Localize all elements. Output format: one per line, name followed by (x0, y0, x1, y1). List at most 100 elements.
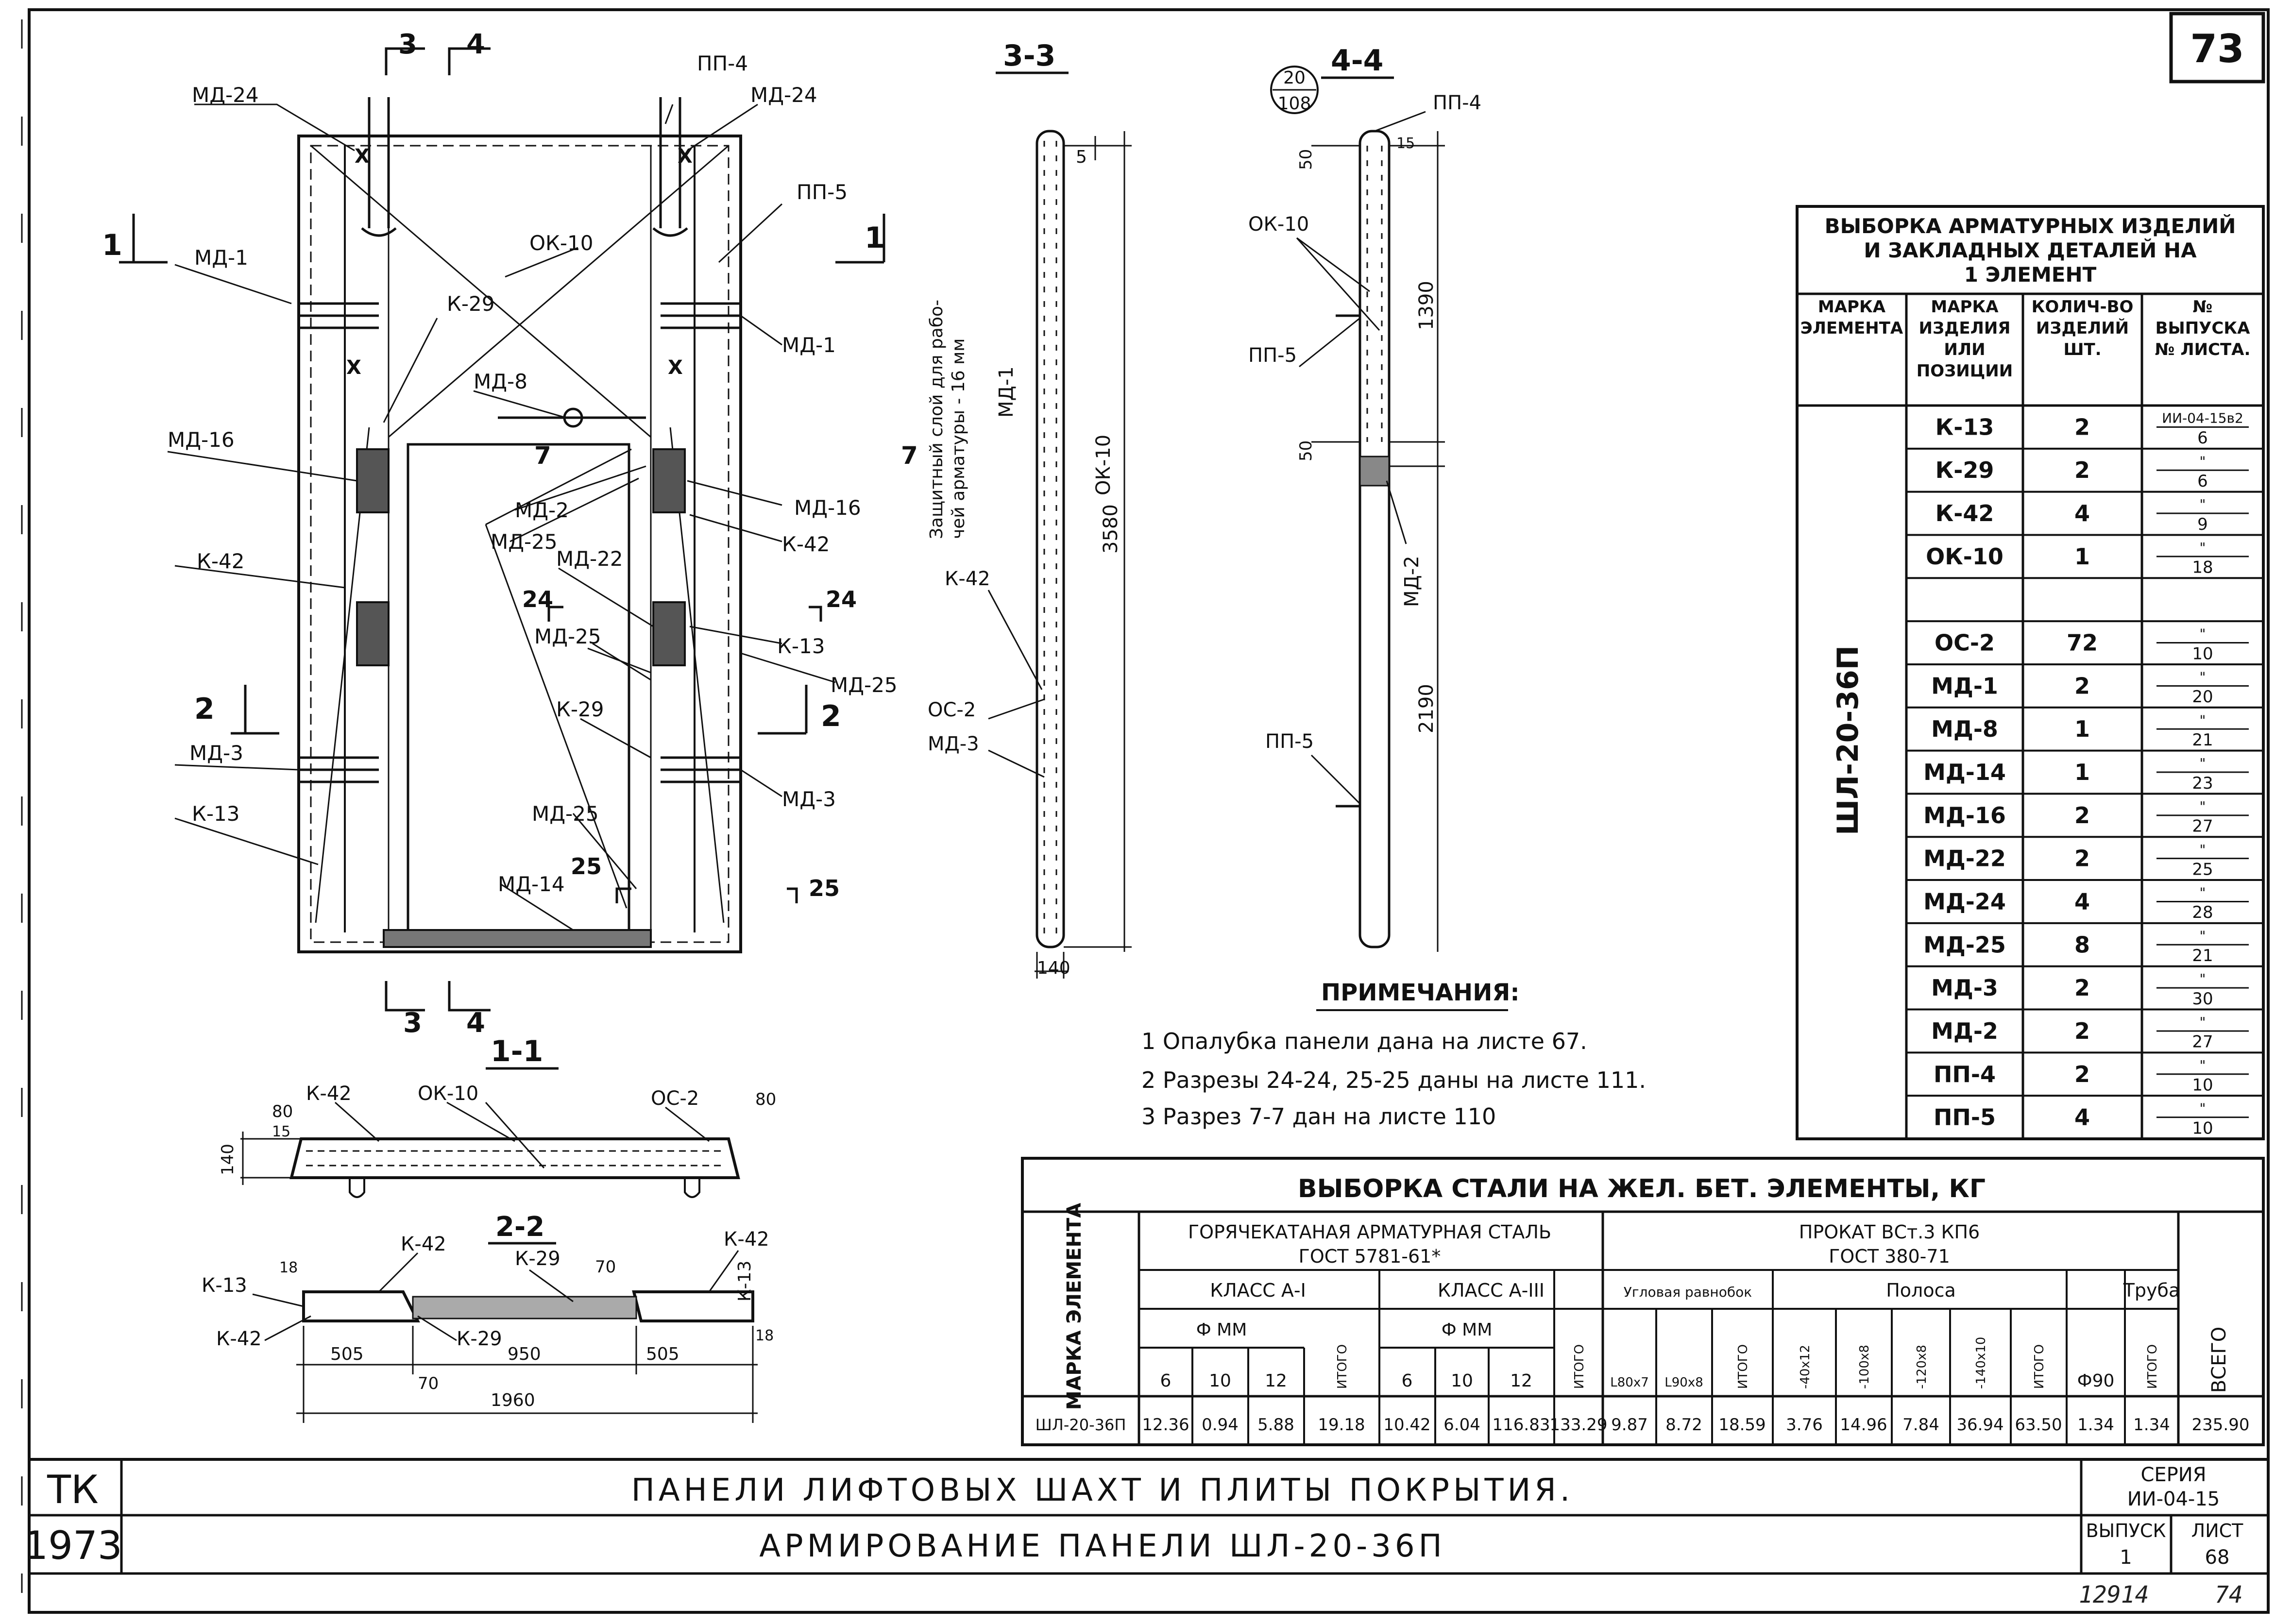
section-22-right-block (632, 1290, 754, 1322)
steel-row-cell: 1.34 (2077, 1415, 2114, 1435)
md14-plate (383, 929, 652, 948)
dim-140-11: 140 (218, 1144, 238, 1175)
product-row-sheet: 20 (2192, 687, 2213, 707)
lifting-loop-left (361, 97, 397, 237)
product-row-qty: 1 (2074, 543, 2090, 570)
cut-24-right: 24 (826, 586, 857, 612)
product-row-issue: " (2200, 971, 2206, 987)
label-11-oc2: ОС-2 (651, 1087, 699, 1110)
product-row-sheet: 27 (2192, 817, 2213, 836)
product-row-qty: 1 (2074, 716, 2090, 742)
steel-head-total: ВСЕГО (2208, 1327, 2230, 1393)
steel-head-angle: Угловая равнобок (1624, 1284, 1752, 1300)
label-11-k42: К-42 (306, 1083, 352, 1105)
label-44-pp5a: ПП-5 (1248, 344, 1297, 367)
section-22-web (412, 1296, 637, 1320)
label-k13-right: К-13 (777, 634, 825, 658)
dim-5: 5 (1076, 147, 1087, 167)
product-row-issue: " (2200, 669, 2206, 685)
steel-title: ВЫБОРКА СТАЛИ НА ЖЕЛ. БЕТ. ЭЛЕМЕНТЫ, КГ (1298, 1174, 1986, 1203)
product-row-mark: ПП-5 (1934, 1104, 1996, 1131)
dim-15-11: 15 (272, 1123, 290, 1140)
md22-right-plate (652, 601, 686, 666)
product-row-mark: МД-14 (1923, 759, 2006, 785)
dim-1390: 1390 (1415, 281, 1438, 330)
product-row-qty: 2 (2074, 1061, 2090, 1087)
product-row-qty: 4 (2074, 500, 2090, 526)
cut-25-left: 25 (571, 853, 602, 880)
issue-label: ВЫПУСК (2086, 1520, 2166, 1541)
dim-140-33: 140 (1037, 958, 1070, 978)
cut-1-left: 1 (102, 228, 122, 262)
steel-row-cell: 8.72 (1665, 1415, 1702, 1435)
product-row-qty: 4 (2074, 1104, 2090, 1131)
label-22-k42c: К-42 (216, 1328, 262, 1350)
product-row-issue: ИИ-04-15в2 (2162, 410, 2243, 426)
section-1-1: 1-1 К-42 ОК-10 ОС-2 80 15 140 80 (218, 1034, 776, 1198)
steel-row-cell: 0.94 (1202, 1415, 1239, 1435)
label-22-k13a: К-13 (202, 1274, 247, 1297)
steel-head-rolled-1: ПРОКАТ ВСт.3 КП6 (1799, 1221, 1980, 1243)
product-row-mark: ПП-4 (1934, 1061, 1996, 1087)
dim-70a: 70 (595, 1257, 616, 1277)
products-element-mark: ШЛ-20-36П (1831, 645, 1865, 835)
label-33-md3: МД-3 (928, 733, 979, 755)
steel-row-cell: 5.88 (1257, 1415, 1294, 1435)
section-22-title: 2-2 (495, 1211, 544, 1243)
cut-2-right: 2 (821, 699, 841, 733)
product-row-issue: " (2200, 540, 2206, 556)
cut-7-right: 7 (901, 441, 918, 470)
product-row-mark: МД-3 (1931, 975, 1998, 1001)
steel-row-cell: 9.87 (1611, 1415, 1648, 1435)
series-value: ИИ-04-15 (2127, 1488, 2220, 1510)
product-row-issue: " (2200, 496, 2206, 512)
product-row-sheet: 10 (2192, 1076, 2213, 1095)
product-row-mark: ОК-10 (1926, 543, 2003, 570)
notes-block: ПРИМЕЧАНИЯ: 1 Опалубка панели дана на ли… (1141, 979, 1646, 1130)
product-row-mark: МД-2 (1931, 1018, 1998, 1044)
cut-3-bottom: 3 (403, 1007, 422, 1039)
archive-number: 12914 (2079, 1581, 2149, 1608)
lifting-loop-right (652, 97, 688, 237)
products-title-1: ВЫБОРКА АРМАТУРНЫХ ИЗДЕЛИЙ (1825, 214, 2236, 238)
sheet-value: 68 (2205, 1546, 2230, 1569)
product-row-qty: 2 (2074, 846, 2090, 872)
note-item-1: 1 Опалубка панели дана на листе 67. (1141, 1028, 1587, 1054)
label-pp4: ПП-4 (697, 51, 748, 75)
steel-sub-header: ИТОГО (2032, 1344, 2047, 1389)
title-line-2: АРМИРОВАНИЕ ПАНЕЛИ ШЛ-20-36П (759, 1528, 1445, 1564)
section-33-title: 3-3 (1003, 39, 1055, 73)
panel-plan-view: X X X X 1 1 2 2 3 4 3 4 7 7 24 24 25 25 (102, 29, 918, 1039)
products-table: ВЫБОРКА АРМАТУРНЫХ ИЗДЕЛИЙ И ЗАКЛАДНЫХ Д… (1796, 205, 2265, 1140)
product-row-issue: " (2200, 798, 2206, 814)
dim-50a: 50 (1296, 149, 1316, 170)
label-md16-left: МД-16 (168, 428, 235, 452)
label-md14: МД-14 (498, 872, 565, 896)
steel-sub-header: 12 (1265, 1371, 1287, 1391)
steel-head-class3: КЛАСС А-III (1438, 1280, 1545, 1301)
section-44-title: 4-4 (1331, 44, 1383, 78)
svg-text:X: X (668, 356, 683, 379)
steel-row-cell: 3.76 (1786, 1415, 1823, 1435)
steel-sub-header: -100x8 (1857, 1345, 1872, 1389)
steel-head-phi1: Ф ММ (1196, 1320, 1247, 1340)
product-row-sheet: 9 (2197, 515, 2208, 534)
section-11-title: 1-1 (491, 1034, 543, 1068)
ref-bubble (1270, 66, 1319, 114)
label-md2: МД-2 (515, 498, 569, 522)
dim-50b: 50 (1296, 440, 1316, 461)
product-row-sheet: 23 (2192, 774, 2213, 793)
product-row-mark: МД-25 (1923, 931, 2006, 958)
dim-1960: 1960 (491, 1390, 535, 1410)
cut-7-left: 7 (534, 441, 551, 470)
label-md16-right: МД-16 (794, 496, 861, 520)
dim-18a: 18 (279, 1259, 298, 1276)
product-row-mark: ОС-2 (1935, 630, 1995, 656)
product-row-issue: " (2200, 626, 2206, 642)
label-md24-left: МД-24 (192, 83, 259, 107)
steel-table: ВЫБОРКА СТАЛИ НА ЖЕЛ. БЕТ. ЭЛЕМЕНТЫ, КГ … (1021, 1157, 2265, 1446)
steel-row-cell: 116.83 (1493, 1415, 1550, 1435)
label-k42-right: К-42 (782, 532, 830, 556)
sheet-frame (28, 8, 2270, 1614)
label-33-ok10: ОК-10 (1092, 435, 1115, 495)
